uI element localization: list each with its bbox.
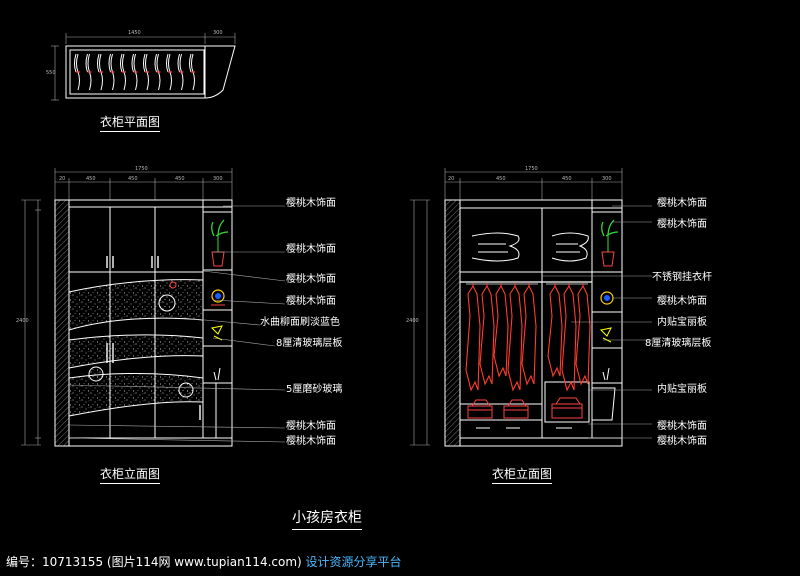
- left-label-6: 8厘清玻璃层板: [276, 338, 343, 349]
- plan-hangers: [74, 53, 195, 91]
- left-label-8: 樱桃木饰面: [286, 421, 336, 432]
- right-seg-dim-0: 20: [448, 176, 455, 182]
- footer-watermark: 编号：10713155 (图片114网 www.tupian114.com) 设…: [6, 553, 402, 570]
- garment: [575, 284, 591, 386]
- garment: [561, 284, 577, 392]
- right-total-dim: 1750: [525, 166, 538, 172]
- right-label-4: 樱桃木饰面: [657, 296, 707, 307]
- bottom-storage-boxes: [467, 397, 583, 419]
- wardrobe-plan: [51, 33, 236, 101]
- left-seg-dim-0: 20: [59, 176, 66, 182]
- right-label-1: 樱桃木饰面: [657, 198, 707, 209]
- garment: [547, 284, 563, 378]
- garment: [465, 284, 481, 392]
- plan-width-dim: 1450: [128, 30, 141, 36]
- right-label-7: 内贴宝丽板: [657, 384, 707, 395]
- frosted-glass-bands: [68, 279, 204, 417]
- right-elevation: [410, 168, 623, 447]
- hanging-garments: [465, 283, 591, 392]
- left-seg-dim-4: 300: [213, 176, 223, 182]
- left-elevation-caption: 衣柜立面图: [100, 465, 161, 484]
- right-label-9: 樱桃木饰面: [657, 436, 707, 447]
- footer-site-link[interactable]: 设计资源分享平台: [305, 555, 402, 569]
- left-total-dim: 1750: [135, 166, 148, 172]
- plan-caption: 衣柜平面图: [100, 113, 161, 132]
- plan-side-dim: 300: [213, 30, 223, 36]
- right-label-3: 不锈钢挂衣杆: [652, 272, 712, 283]
- right-label-8: 樱桃木饰面: [657, 421, 707, 432]
- drawing-title: 小孩房衣柜: [292, 507, 362, 530]
- right-height-dim: 2400: [406, 318, 419, 324]
- left-label-3: 樱桃木饰面: [286, 274, 336, 285]
- left-elevation: [21, 168, 233, 447]
- left-label-5: 水曲柳面刷淡蓝色: [260, 317, 340, 328]
- right-decorations: [599, 219, 619, 381]
- plan-depth-dim: 550: [46, 70, 56, 76]
- right-seg-dim-3: 300: [602, 176, 612, 182]
- garment: [507, 284, 523, 392]
- garment: [493, 284, 509, 378]
- left-leader-lines: [68, 205, 286, 443]
- left-label-9: 樱桃木饰面: [286, 436, 336, 447]
- right-elevation-caption: 衣柜立面图: [492, 465, 553, 484]
- right-label-5: 内贴宝丽板: [657, 317, 707, 328]
- left-seg-dim-1: 450: [86, 176, 96, 182]
- right-label-6: 8厘清玻璃层板: [645, 338, 712, 349]
- left-height-dim: 2400: [16, 318, 29, 324]
- left-label-7: 5厘磨砂玻璃: [286, 384, 343, 395]
- left-label-1: 樱桃木饰面: [286, 198, 336, 209]
- left-label-2: 樱桃木饰面: [286, 244, 336, 255]
- right-leader-lines: [542, 205, 652, 439]
- garment: [479, 284, 495, 386]
- left-seg-dim-2: 450: [128, 176, 138, 182]
- right-label-2: 樱桃木饰面: [657, 219, 707, 230]
- right-seg-dim-2: 450: [562, 176, 572, 182]
- left-label-4: 樱桃木饰面: [286, 296, 336, 307]
- left-seg-dim-3: 450: [175, 176, 185, 182]
- right-seg-dim-1: 450: [496, 176, 506, 182]
- footer-id-text: 编号：10713155 (图片114网 www.tupian114.com): [6, 555, 302, 569]
- garment: [521, 284, 537, 386]
